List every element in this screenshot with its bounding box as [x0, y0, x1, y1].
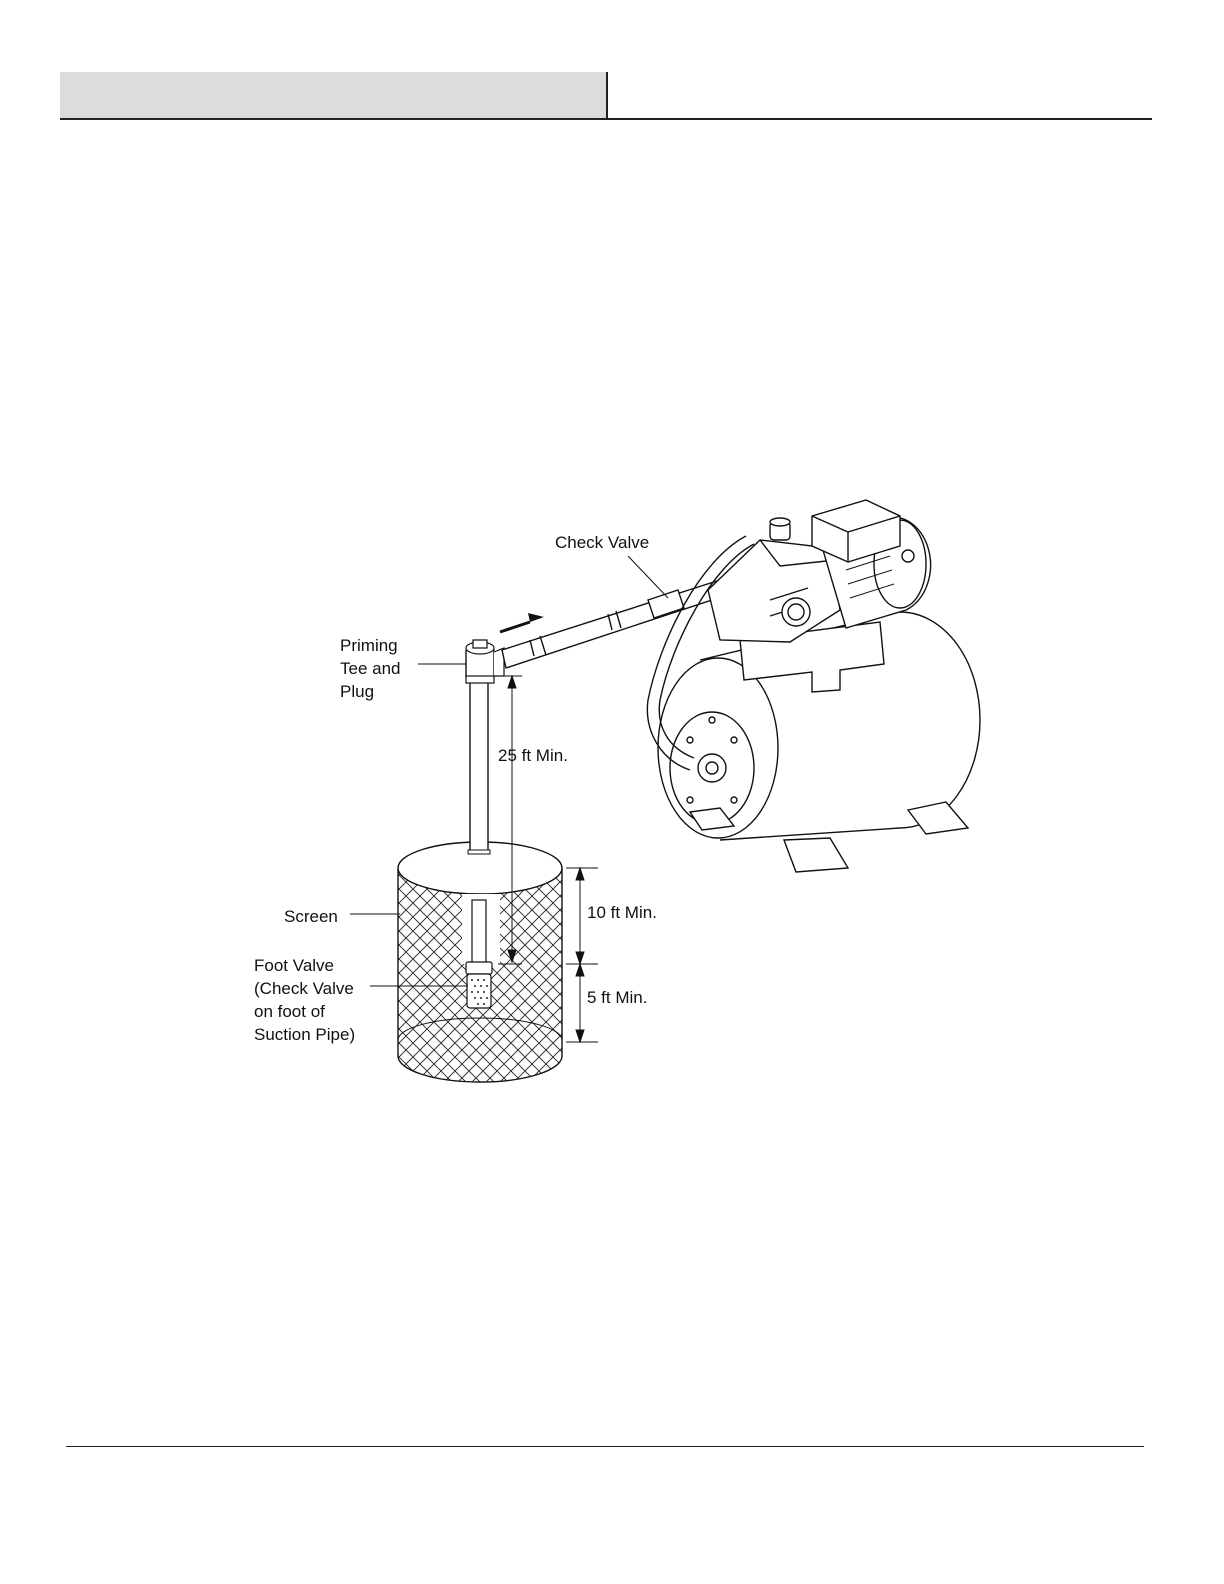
label-priming-tee: Priming Tee and Plug [340, 634, 401, 703]
label-depth-5: 5 ft Min. [587, 986, 647, 1009]
label-screen: Screen [284, 905, 338, 928]
label-foot-valve: Foot Valve (Check Valve on foot of Sucti… [254, 954, 355, 1046]
dim-10-5ft [566, 868, 598, 1042]
label-check-valve: Check Valve [555, 531, 649, 554]
foot-valve [466, 962, 492, 1008]
label-depth-10: 10 ft Min. [587, 901, 657, 924]
flow-arrow [500, 613, 544, 632]
footer-rule [66, 1446, 1144, 1447]
label-suction-depth: 25 ft Min. [498, 744, 568, 767]
priming-tee [466, 640, 504, 683]
